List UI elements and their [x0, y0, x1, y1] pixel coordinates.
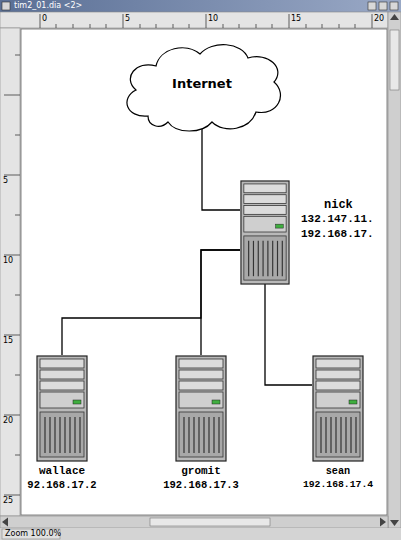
host-name: wallace [14, 465, 110, 478]
host-name: sean [282, 465, 394, 477]
network-link [201, 250, 240, 355]
host-name: gromit [145, 465, 257, 478]
ruler-number: 5 [3, 177, 8, 185]
server-icon: gromit192.168.17.3 [175, 355, 227, 462]
network-link [202, 127, 240, 210]
ruler-number: 20 [374, 15, 384, 23]
window-title: tim2_01.dia <2> [14, 0, 82, 12]
ruler-number: 10 [208, 15, 218, 23]
cloud-label: Internet [118, 76, 286, 92]
server-icon: sean192.168.17.4 [312, 355, 364, 462]
ruler-number: 10 [3, 257, 13, 265]
ruler-number: 15 [3, 337, 13, 345]
ruler-number: 20 [3, 417, 13, 425]
ruler-number: 0 [42, 15, 47, 23]
network-link [265, 277, 312, 385]
server-icon: nick132.147.11.192.168.17. [240, 180, 290, 285]
ruler-number: 5 [125, 15, 130, 23]
ip-address: 192.168.17.4 [282, 479, 394, 491]
ip-address: 132.147.11. [301, 213, 374, 226]
ruler-number: 15 [291, 15, 301, 23]
server-icon-outline [312, 355, 364, 462]
server-icon: wallace92.168.17.2 [36, 355, 88, 462]
network-link [62, 250, 240, 355]
ruler-number: 25 [3, 497, 13, 505]
ip-address: 92.168.17.2 [14, 479, 110, 492]
server-icon-outline [36, 355, 88, 462]
server-icon-outline [175, 355, 227, 462]
server-icon-outline [240, 180, 290, 285]
ip-address: 192.168.17. [301, 228, 374, 241]
zoom-status: Zoom 100.0% [5, 528, 61, 539]
ip-address: 192.168.17.3 [145, 479, 257, 492]
internet-cloud: Internet [118, 38, 286, 135]
host-name: nick [324, 198, 353, 212]
